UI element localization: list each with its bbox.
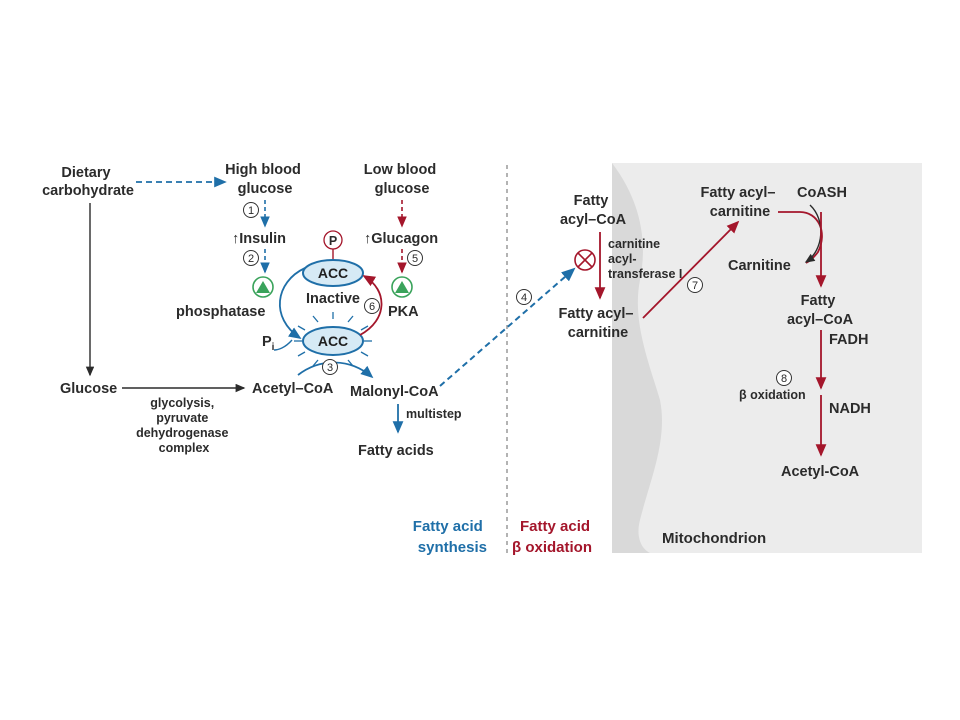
acc-bottom-label: ACC (318, 333, 348, 349)
step-8-number: 8 (781, 373, 787, 385)
glucose-label: Glucose (60, 381, 117, 397)
malonyl-coa-label: Malonyl-CoA (350, 384, 439, 400)
step-8-circle (776, 370, 792, 386)
step-1-circle (243, 202, 259, 218)
step-3-number: 3 (327, 362, 333, 374)
step-3-circle (322, 359, 338, 375)
fatty-acids-label: Fatty acids (358, 443, 434, 459)
glycolysis-label: glycolysis, pyruvate dehydrogenase compl… (136, 396, 232, 455)
phosphatase-label: phosphatase (176, 304, 265, 320)
phosphate-label: P (329, 234, 337, 248)
pi-release-arc (273, 339, 293, 351)
mitochondrion-inner-border (612, 163, 662, 553)
mitochondrion-label: Mitochondrion (662, 530, 766, 547)
insulin-label: ↑Insulin (232, 231, 286, 247)
fatty-acyl-carnitine-top-label: Fatty acyl– carnitine (701, 185, 780, 220)
step-7-number: 7 (692, 280, 698, 292)
synthesis-caption: Fatty acid synthesis (413, 518, 487, 556)
step-7-circle (687, 277, 703, 293)
oxidation-caption: Fatty acid β oxidation (512, 518, 594, 556)
activator-triangle-right (395, 281, 409, 293)
carnitine-transport-arrow (642, 220, 740, 319)
acetyl-coa-mito-label: Acetyl-CoA (781, 464, 860, 480)
acc-inactive-ellipse (302, 259, 364, 287)
fadh-label: FADH (829, 332, 868, 348)
multistep-label: multistep (406, 407, 462, 421)
glucagon-label: ↑Glucagon (364, 231, 438, 247)
acetyl-coa-label: Acetyl–CoA (252, 381, 334, 397)
step-4-number: 4 (521, 292, 527, 304)
step-6-number: 6 (369, 301, 375, 313)
nadh-label: NADH (829, 401, 871, 417)
acc-top-label: ACC (318, 265, 348, 281)
acc-active-rays (294, 312, 372, 367)
step-1-number: 1 (248, 205, 254, 217)
step-5-circle (407, 250, 423, 266)
pka-arc (359, 275, 383, 336)
step-5-number: 5 (412, 253, 418, 265)
fatty-acyl-coa-top-label: Fatty acyl–CoA (560, 193, 627, 228)
coash-label: CoASH (797, 185, 847, 201)
dietary-carbohydrate-label: Dietary carbohydrate (42, 165, 134, 199)
step-2-number: 2 (248, 253, 254, 265)
pka-label: PKA (388, 304, 419, 320)
mitochondrion-region (612, 163, 922, 553)
acc-active-ellipse (302, 326, 364, 356)
inactive-label: Inactive (306, 291, 360, 307)
pi-label: Pi (262, 334, 275, 353)
carnitine-label: Carnitine (728, 258, 791, 274)
high-blood-glucose-label: High blood glucose (225, 162, 305, 197)
fatty-acyl-carnitine-left-label: Fatty acyl– carnitine (559, 306, 638, 341)
beta-oxidation-label: β oxidation (739, 388, 806, 402)
step-2-circle (243, 250, 259, 266)
step-6-circle (364, 298, 380, 314)
low-blood-glucose-label: Low blood glucose (364, 162, 441, 197)
inhibition-x-icon (577, 252, 593, 268)
fatty-acyl-coa-mito-label: Fatty acyl–CoA (787, 293, 854, 328)
activator-triangle-left (256, 281, 270, 293)
step-4-circle (516, 289, 532, 305)
phosphatase-arc (278, 267, 306, 339)
carnitine-acyltransferase-label: carnitine acyl- transferase I (608, 237, 682, 281)
